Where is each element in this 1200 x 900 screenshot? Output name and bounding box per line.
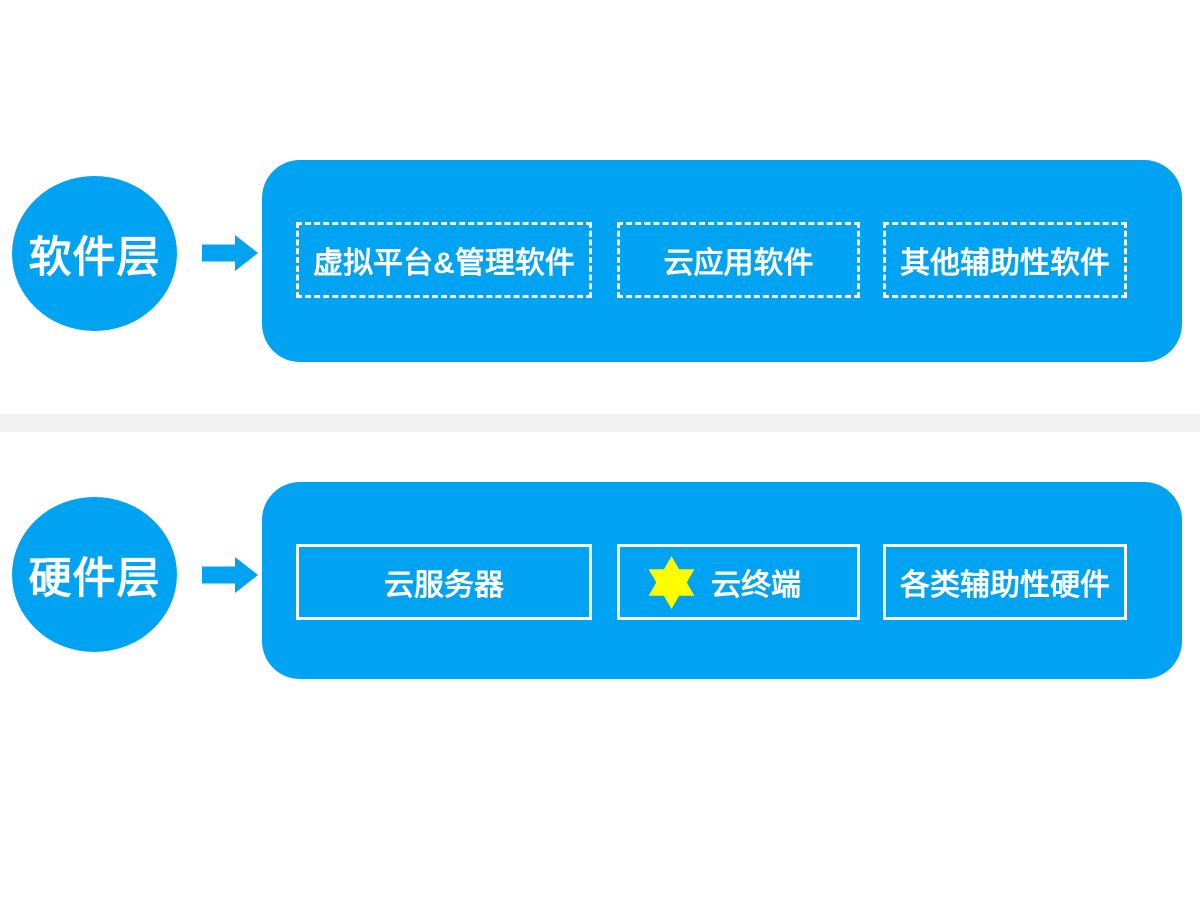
- hardware-item-cloud-server-label: 云服务器: [384, 569, 504, 602]
- software-layer-label: 软件层: [28, 233, 161, 282]
- software-item-cloud-application: 云应用软件: [617, 222, 860, 298]
- software-item-other-auxiliary-software-label: 其他辅助性软件: [900, 247, 1110, 280]
- section-divider: [0, 414, 1200, 432]
- six-pointed-star-icon: [648, 555, 695, 609]
- hardware-item-cloud-server: 云服务器: [296, 544, 592, 620]
- hardware-item-other-auxiliary-hardware-label: 各类辅助性硬件: [900, 569, 1110, 602]
- hardware-item-cloud-terminal: 云终端: [617, 544, 860, 620]
- software-layer-circle: 软件层: [12, 176, 177, 331]
- software-item-virtual-platform-label: 虚拟平台&管理软件: [313, 247, 575, 280]
- hardware-layer-label: 硬件层: [28, 554, 161, 603]
- software-panel: 虚拟平台&管理软件 云应用软件 其他辅助性软件: [262, 160, 1182, 362]
- software-item-cloud-application-label: 云应用软件: [663, 247, 814, 280]
- right-arrow-icon: [202, 557, 258, 593]
- software-item-virtual-platform: 虚拟平台&管理软件: [296, 222, 592, 298]
- hardware-layer-circle: 硬件层: [12, 497, 177, 652]
- software-item-other-auxiliary-software: 其他辅助性软件: [883, 222, 1127, 298]
- hardware-item-other-auxiliary-hardware: 各类辅助性硬件: [883, 544, 1127, 620]
- right-arrow-icon: [202, 235, 258, 271]
- hardware-panel: 云服务器 云终端 各类辅助性硬件: [262, 482, 1182, 679]
- hardware-item-cloud-terminal-label: 云终端: [711, 569, 801, 602]
